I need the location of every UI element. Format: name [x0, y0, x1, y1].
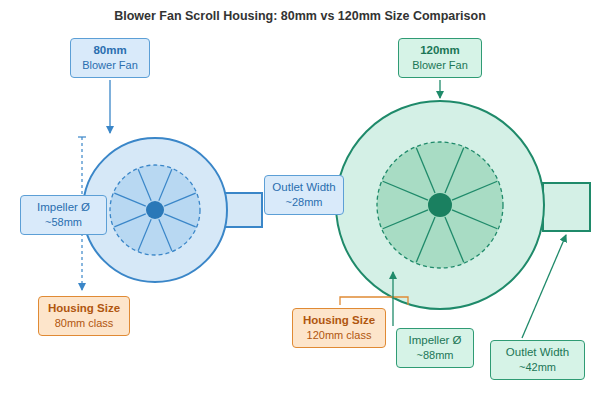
impeller-blade — [445, 148, 464, 193]
outlet-120 — [543, 183, 590, 231]
callout-value: Blower Fan — [412, 58, 468, 72]
callout-value: ~42mm — [519, 360, 556, 374]
impeller-blade — [114, 193, 145, 206]
callout-value: Blower Fan — [82, 58, 138, 72]
size-bracket — [340, 297, 408, 305]
callout-value: 120mm class — [307, 328, 372, 342]
callout-box: Impeller Ø~88mm — [396, 328, 474, 368]
housing-120 — [336, 101, 544, 309]
leader-line — [522, 235, 566, 338]
callout-box: Housing Size120mm class — [292, 308, 386, 348]
impeller-blade — [445, 217, 464, 262]
impeller-blade — [114, 214, 145, 227]
impeller-blade — [138, 169, 151, 200]
impeller-80 — [110, 165, 200, 255]
dimension-tick — [78, 136, 86, 137]
leader-line — [439, 80, 440, 98]
impeller-blade — [159, 219, 172, 250]
callout-value: 80mm class — [55, 316, 114, 330]
callout-heading: Impeller Ø — [408, 333, 461, 348]
impeller-blade — [416, 217, 435, 262]
impeller-blade — [383, 181, 428, 200]
callout-value: ~88mm — [417, 348, 454, 362]
callout-box: 120mmBlower Fan — [398, 38, 482, 78]
callout-box: Housing Size80mm class — [38, 296, 130, 336]
callout-heading: 120mm — [420, 43, 460, 58]
callout-value: ~28mm — [286, 195, 323, 209]
hub-120 — [428, 193, 452, 217]
callout-heading: Impeller Ø — [37, 200, 90, 215]
leader-line — [392, 272, 393, 326]
impeller-blade — [383, 210, 428, 229]
callout-box: 80mmBlower Fan — [70, 38, 150, 78]
hub-80 — [146, 201, 164, 219]
diagram-title: Blower Fan Scroll Housing: 80mm vs 120mm… — [0, 9, 600, 23]
callout-heading: Outlet Width — [272, 180, 335, 195]
impeller-blade — [164, 214, 195, 227]
impeller-blade — [164, 193, 195, 206]
callout-heading: Housing Size — [48, 301, 120, 316]
callout-heading: 80mm — [93, 43, 126, 58]
callout-heading: Housing Size — [303, 313, 375, 328]
callout-box: Outlet Width~42mm — [490, 340, 585, 380]
callout-heading: Outlet Width — [506, 345, 569, 360]
leader-line — [109, 80, 110, 133]
impeller-blade — [159, 169, 172, 200]
impeller-120 — [377, 142, 503, 268]
impeller-blade — [452, 181, 497, 200]
impeller-blade — [138, 219, 151, 250]
outlet-80 — [224, 193, 262, 227]
callout-box: Impeller Ø~58mm — [20, 195, 107, 235]
impeller-blade — [452, 210, 497, 229]
impeller-blade — [416, 148, 435, 193]
callout-value: ~58mm — [45, 215, 82, 229]
callout-box: Outlet Width~28mm — [264, 175, 344, 215]
